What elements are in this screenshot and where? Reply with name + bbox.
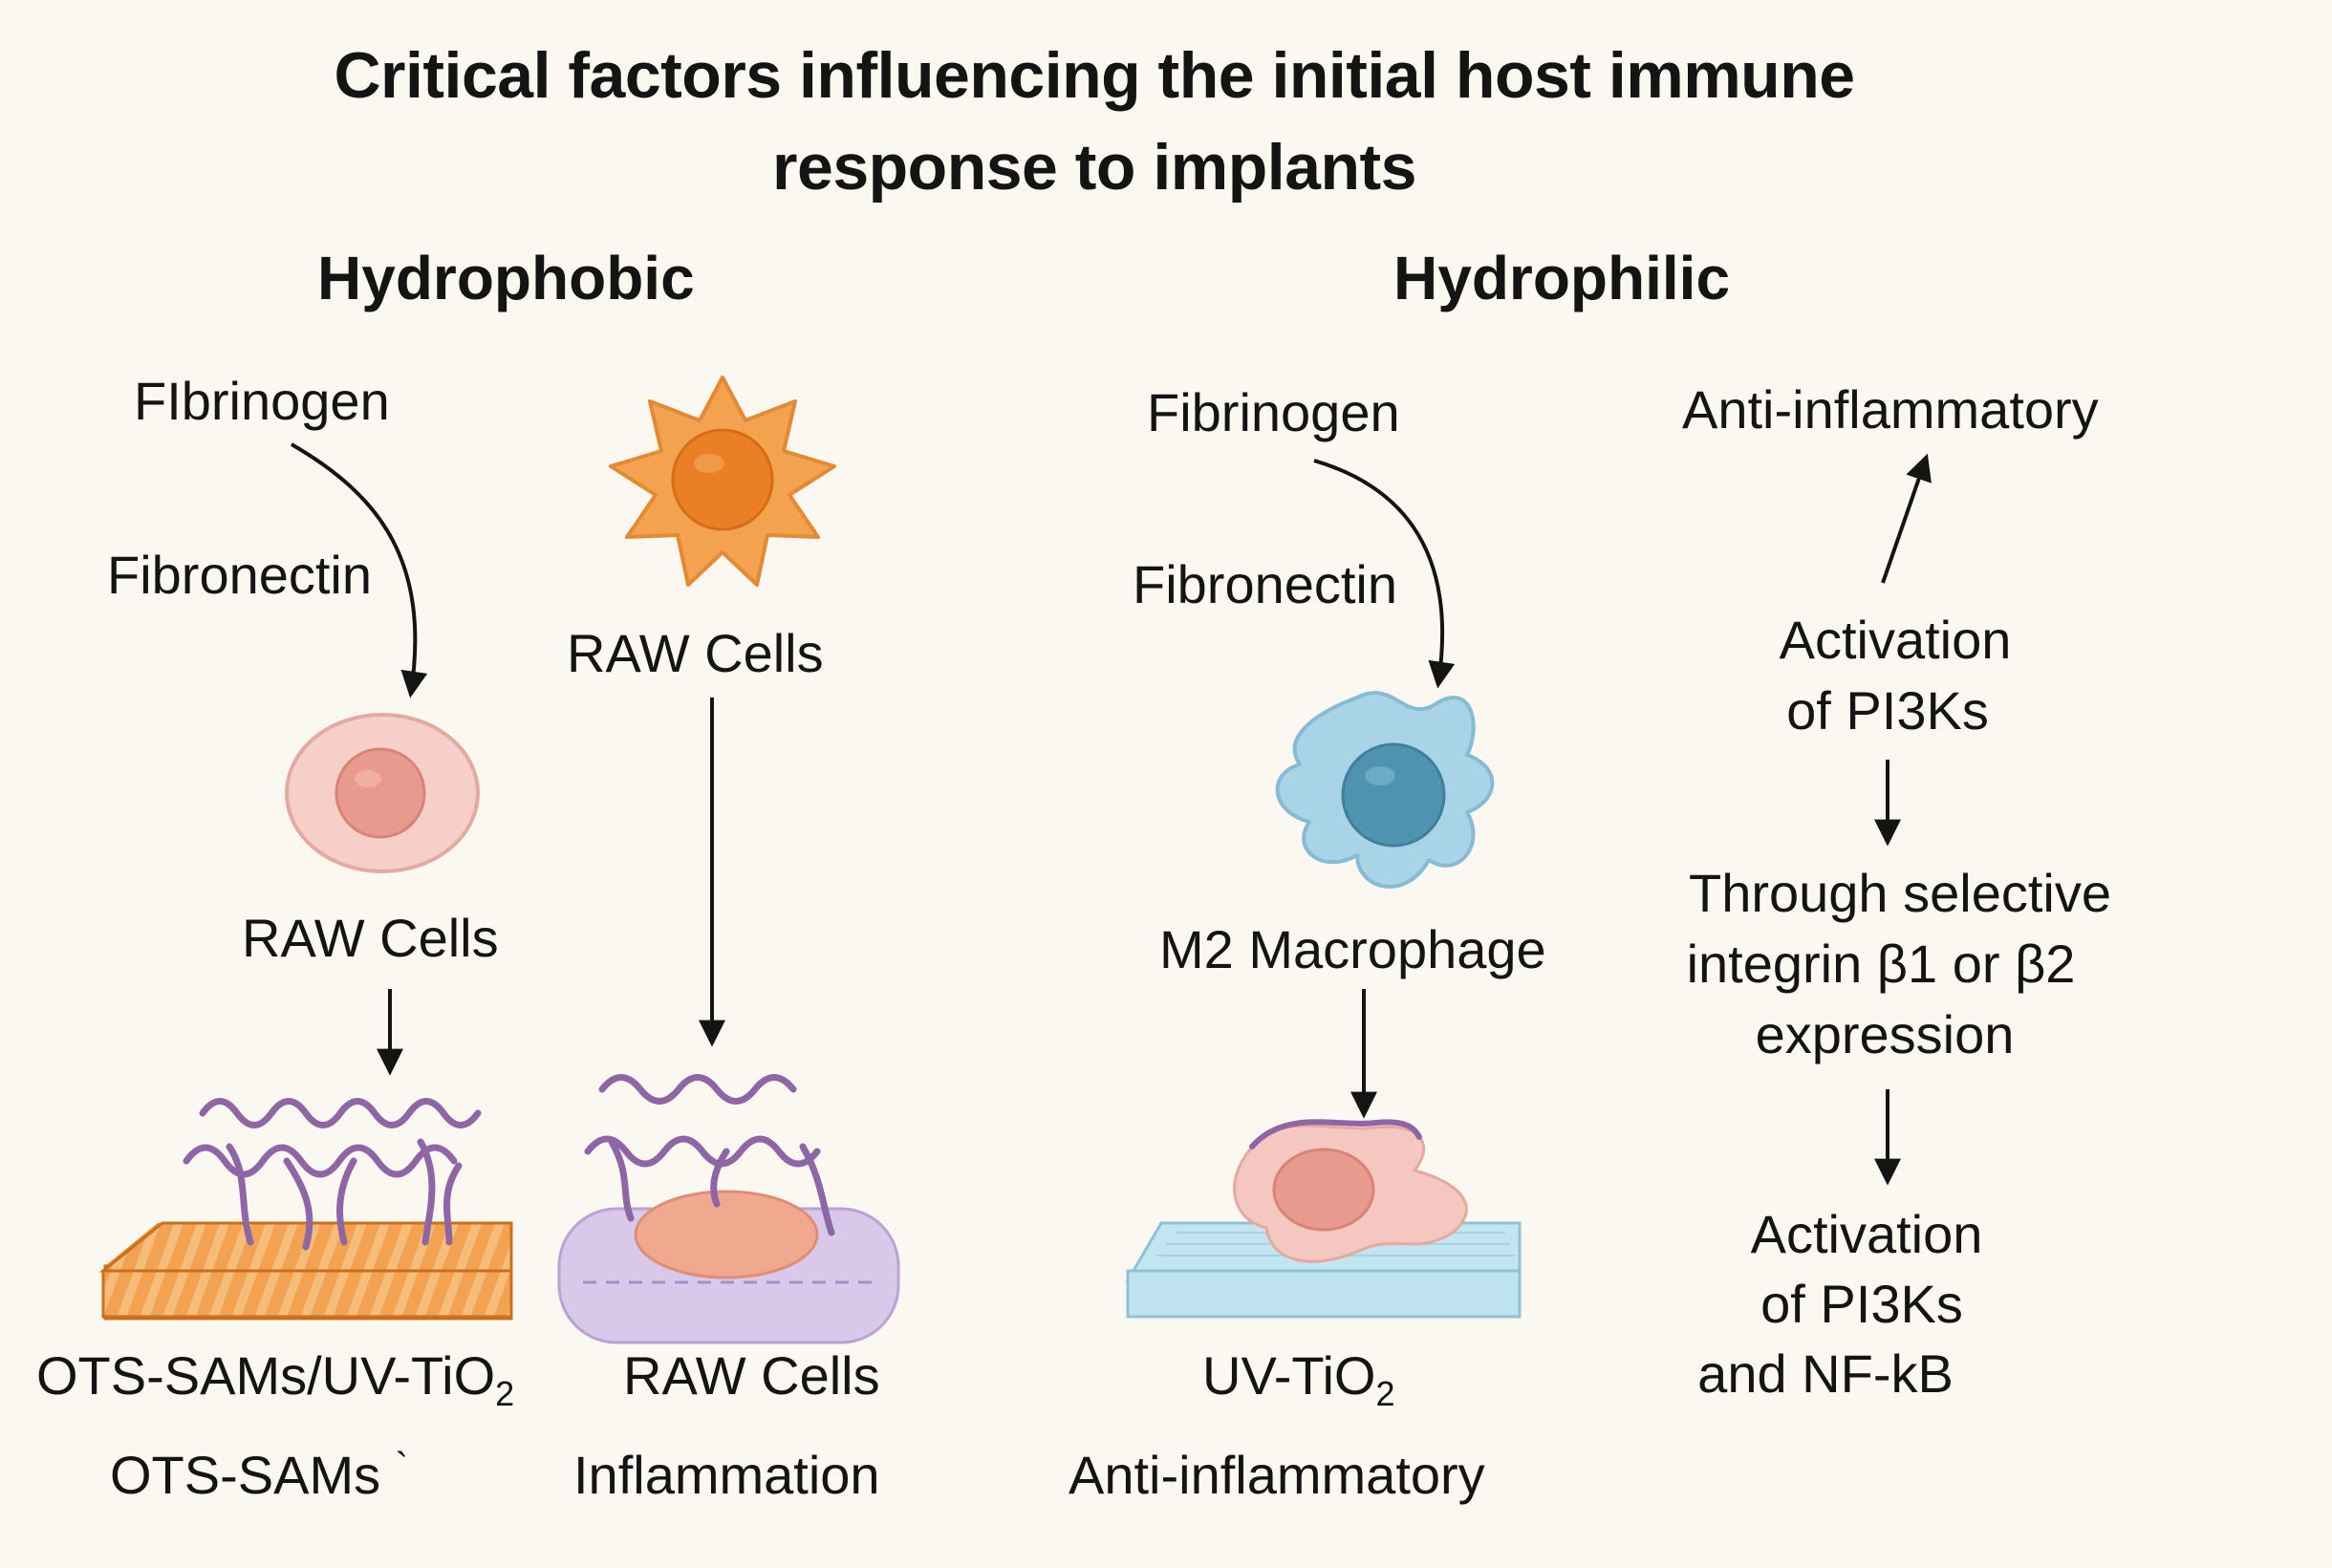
protein-strand-icon [183, 1098, 482, 1251]
page-title-line-1: Critical factors influencing the initial… [334, 39, 1855, 112]
activation-nfkb-line-1: Activation [1750, 1204, 1983, 1264]
spread-cell-icon [634, 1190, 819, 1279]
activation-nfkb-line-3: and NF-kB [1697, 1343, 1954, 1404]
hydrophobic-fibrinogen-label: FIbrinogen [134, 371, 390, 431]
integrin-line-1: Through selective [1688, 863, 2112, 923]
m2-macrophage-icon [1275, 691, 1495, 889]
pink-raw-cell-icon [285, 713, 480, 873]
activation-pi3ks-line-2: of PI3Ks [1786, 680, 1989, 741]
raw-cells-mid-label: RAW Cells [242, 908, 499, 968]
surface-label-hydrophilic: UV-TiO2 [1202, 1345, 1395, 1414]
activation-pi3ks-line-1: Activation [1779, 610, 2012, 670]
orange-raw-cell-icon [609, 376, 836, 587]
raw-cells-bottom-label: RAW Cells [623, 1345, 880, 1406]
fibrinogen-to-raw-arrow [290, 442, 428, 698]
page-title-line-2: response to implants [772, 131, 1416, 204]
activation-nfkb-line-2: of PI3Ks [1760, 1274, 1963, 1334]
m2-macrophage-label: M2 Macrophage [1159, 919, 1546, 979]
ots-sams-label: OTS-SAMs ` [110, 1445, 409, 1505]
integrin-line-2: integrin β1 or β2 [1686, 934, 2076, 994]
anti-inflammatory-top-label: Anti-inflammatory [1682, 379, 2099, 440]
hydrophobic-fibronectin-label: Fibronectin [107, 545, 373, 605]
hydrophilic-fibronectin-label: Fibronectin [1133, 554, 1398, 614]
integrin-line-3: expression [1755, 1004, 2015, 1064]
activation-to-anti-inflammatory-arrow [1881, 453, 1932, 584]
surface-label-hydrophobic: OTS-SAMs/UV-TiO2 [36, 1345, 515, 1414]
hydrophilic-heading: Hydrophilic [1393, 244, 1731, 312]
raw-cells-top-label: RAW Cells [567, 623, 824, 683]
inflammation-label: Inflammation [573, 1445, 880, 1505]
hydrophilic-fibrinogen-label: Fibrinogen [1147, 382, 1400, 442]
anti-inflammatory-bottom-label: Anti-inflammatory [1069, 1445, 1485, 1505]
hydrophobic-heading: Hydrophobic [317, 244, 695, 312]
protein-strand-icon [584, 1074, 835, 1236]
fibrinogen-to-m2-arrow [1313, 459, 1456, 689]
spread-cell-icon [1233, 1119, 1468, 1263]
